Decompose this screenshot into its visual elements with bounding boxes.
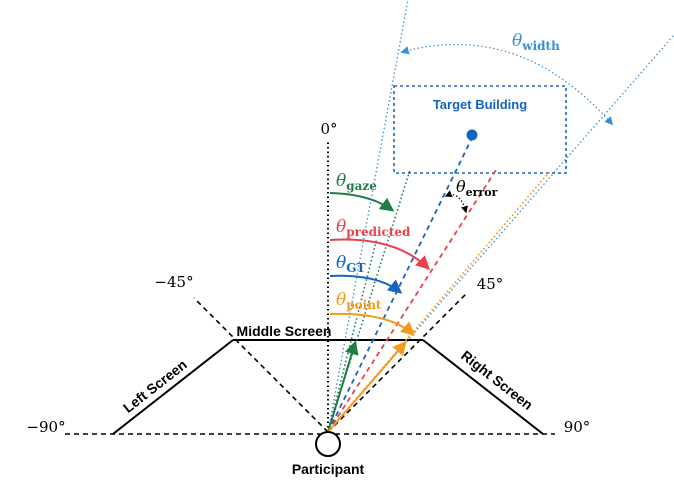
theta-predicted-symbol: θ [336,217,346,237]
theta-error-arc [444,190,468,214]
target-building-label: Target Building [433,97,527,112]
theta-error-sub: error [466,186,498,199]
left-screen-label: Left Screen [120,356,190,416]
gaze-dotted-ray-1 [327,169,411,433]
predicted-ray [327,169,497,433]
theta-gt-symbol: θ [336,253,346,273]
theta-gt-arc [329,274,403,294]
theta-gaze-arc [329,192,395,212]
theta-gaze-label: θgaze [336,171,377,193]
gaze-dotted-ray-2 [327,237,378,433]
gaze-solid-arrow [327,340,359,433]
theta-gaze-sub: gaze [346,179,377,193]
theta-error-symbol: θ [456,177,466,196]
theta-predicted-label: θpredicted [336,217,411,239]
target-point [466,129,478,141]
theta-width-label: θwidth [512,31,560,53]
theta-point-symbol: θ [336,290,346,310]
point-solid-arrow [327,340,407,433]
angle-0-label: 0° [320,120,337,138]
right-screen-line [422,339,544,435]
participant-label: Participant [292,461,365,477]
theta-point-arc [329,312,416,336]
neg45-line [193,297,329,433]
theta-gt-sub: GT [346,261,365,275]
angle-pos90-label: 90° [564,418,591,436]
theta-gt-label: θGT [336,253,365,275]
fov-left-line [327,0,409,433]
theta-point-label: θpoint [336,290,382,312]
angle-pos45-label: 45° [477,275,504,293]
right-screen-label: Right Screen [458,347,536,413]
theta-predicted-arc [329,238,431,270]
participant-circle [315,431,341,457]
angle-neg90-label: −90° [26,418,65,436]
middle-screen-label: Middle Screen [237,323,332,339]
angle-neg45-label: −45° [154,273,193,291]
theta-predicted-sub: predicted [346,225,411,239]
theta-point-sub: point [346,298,382,312]
pos45-line [327,291,469,433]
theta-gaze-symbol: θ [336,171,346,191]
theta-width-arc [400,43,614,126]
theta-width-symbol: θ [512,31,522,51]
left-screen-line [112,339,234,435]
theta-width-sub: width [521,39,560,53]
theta-error-label: θerror [456,177,498,199]
